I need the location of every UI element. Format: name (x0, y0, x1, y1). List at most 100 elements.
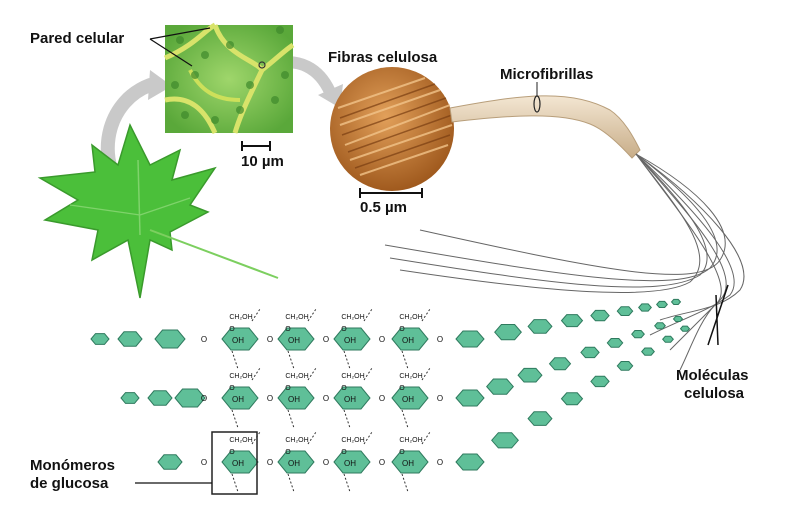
glycosidic-oxygen-label: O (437, 394, 443, 403)
glucose-unit (560, 314, 584, 328)
glucose-unit (455, 453, 485, 471)
label-monomeros-line2: de glucosa (30, 475, 109, 492)
glucose-unit (548, 357, 572, 371)
glucose-unit (654, 322, 666, 330)
bond-line (231, 409, 239, 429)
hydroxyl-label: OH (344, 459, 356, 468)
glucose-unit (455, 389, 485, 407)
bond-line (251, 431, 261, 445)
bond-line (307, 367, 317, 381)
glucose-unit (527, 319, 553, 334)
ch2oh-label: CH₂OH (229, 314, 252, 321)
pointer-pared-1 (149, 27, 211, 40)
hydroxyl-label: OH (232, 395, 244, 404)
glucose-unit (670, 298, 682, 305)
glucose-unit-labeled (391, 450, 429, 474)
bond-line (343, 409, 351, 429)
glucose-unit (606, 338, 624, 348)
bond-line (307, 431, 317, 445)
glycosidic-oxygen-label: O (201, 458, 207, 467)
bond-line (421, 367, 431, 381)
bond-line (343, 473, 351, 493)
glycosidic-oxygen-label: O (323, 458, 329, 467)
glucose-unit (656, 300, 668, 308)
cellulose-strands (384, 153, 745, 371)
bond-line (363, 367, 373, 381)
bond-line (343, 350, 351, 370)
bond-line (287, 350, 295, 370)
ring-oxygen-label: O (399, 449, 405, 456)
hydroxyl-label: OH (402, 459, 414, 468)
ch2oh-label: CH₂OH (285, 437, 308, 444)
bond-line (363, 431, 373, 445)
ch2oh-label: CH₂OH (399, 314, 422, 321)
glucose-unit (491, 432, 519, 449)
glycosidic-oxygen-label: O (437, 458, 443, 467)
glucose-unit-labeled (221, 386, 259, 410)
glucose-unit (517, 367, 543, 383)
glycosidic-oxygen-label: O (267, 458, 273, 467)
monomer-highlight-box (211, 431, 258, 495)
glucose-unit-labeled (277, 386, 315, 410)
glycosidic-oxygen-label: O (379, 394, 385, 403)
glucose-unit (679, 325, 691, 332)
maple-leaf (37, 122, 279, 299)
ch2oh-label: CH₂OH (285, 314, 308, 321)
label-fibras-celulosa: Fibras celulosa (328, 49, 438, 66)
glucose-unit-labeled (333, 450, 371, 474)
pointer-moleculas-1 (707, 284, 729, 346)
label-scale-cell: 10 µm (241, 153, 284, 170)
label-pared-celular: Pared celular (30, 30, 125, 47)
ring-oxygen-label: O (341, 449, 347, 456)
bond-line (363, 308, 373, 322)
glucose-unit (455, 330, 485, 348)
ch2oh-label: CH₂OH (341, 437, 364, 444)
ring-oxygen-label: O (229, 449, 235, 456)
ring-oxygen-label: O (285, 385, 291, 392)
bond-line (307, 308, 317, 322)
glucose-unit-labeled (221, 450, 259, 474)
glucose-unit-labeled (391, 386, 429, 410)
ch2oh-label: CH₂OH (229, 373, 252, 380)
ring-oxygen-label: O (285, 326, 291, 333)
glucose-unit (638, 303, 652, 312)
glycosidic-oxygen-label: O (323, 394, 329, 403)
bond-line (251, 308, 261, 322)
glucose-unit (494, 324, 522, 341)
glucose-unit-labeled (221, 327, 259, 351)
glycosidic-oxygen-label: O (201, 335, 207, 344)
glucose-unit-labeled (391, 327, 429, 351)
glucose-unit-labeled (277, 327, 315, 351)
glycosidic-oxygen-label: O (437, 335, 443, 344)
label-moleculas-line1: Moléculas (676, 367, 749, 384)
glucose-unit (157, 454, 183, 470)
label-microfibrillas: Microfibrillas (500, 66, 594, 83)
ch2oh-label: CH₂OH (399, 373, 422, 380)
glycosidic-oxygen-label: O (267, 394, 273, 403)
glucose-unit-labeled (277, 450, 315, 474)
ring-oxygen-label: O (341, 326, 347, 333)
glucose-unit (174, 388, 206, 408)
ch2oh-label: CH₂OH (341, 373, 364, 380)
ch2oh-label: CH₂OH (285, 373, 308, 380)
glucose-unit (590, 309, 610, 322)
glucose-unit (672, 315, 684, 323)
glucose-unit (147, 390, 173, 406)
glucose-unit (641, 347, 655, 356)
glucose-unit (527, 411, 553, 426)
hydroxyl-label: OH (232, 336, 244, 345)
bond-line (287, 473, 295, 493)
glucose-unit (90, 333, 110, 345)
arrow-head-leaf-to-cell (148, 70, 172, 100)
pointer-moleculas-2 (715, 294, 719, 346)
ring-oxygen-label: O (399, 385, 405, 392)
glycosidic-oxygen-label: O (379, 335, 385, 344)
glucose-unit (631, 330, 645, 339)
glycosidic-oxygen-label: O (201, 394, 207, 403)
bond-line (401, 409, 409, 429)
ring-oxygen-label: O (285, 449, 291, 456)
glucose-unit (590, 375, 610, 388)
